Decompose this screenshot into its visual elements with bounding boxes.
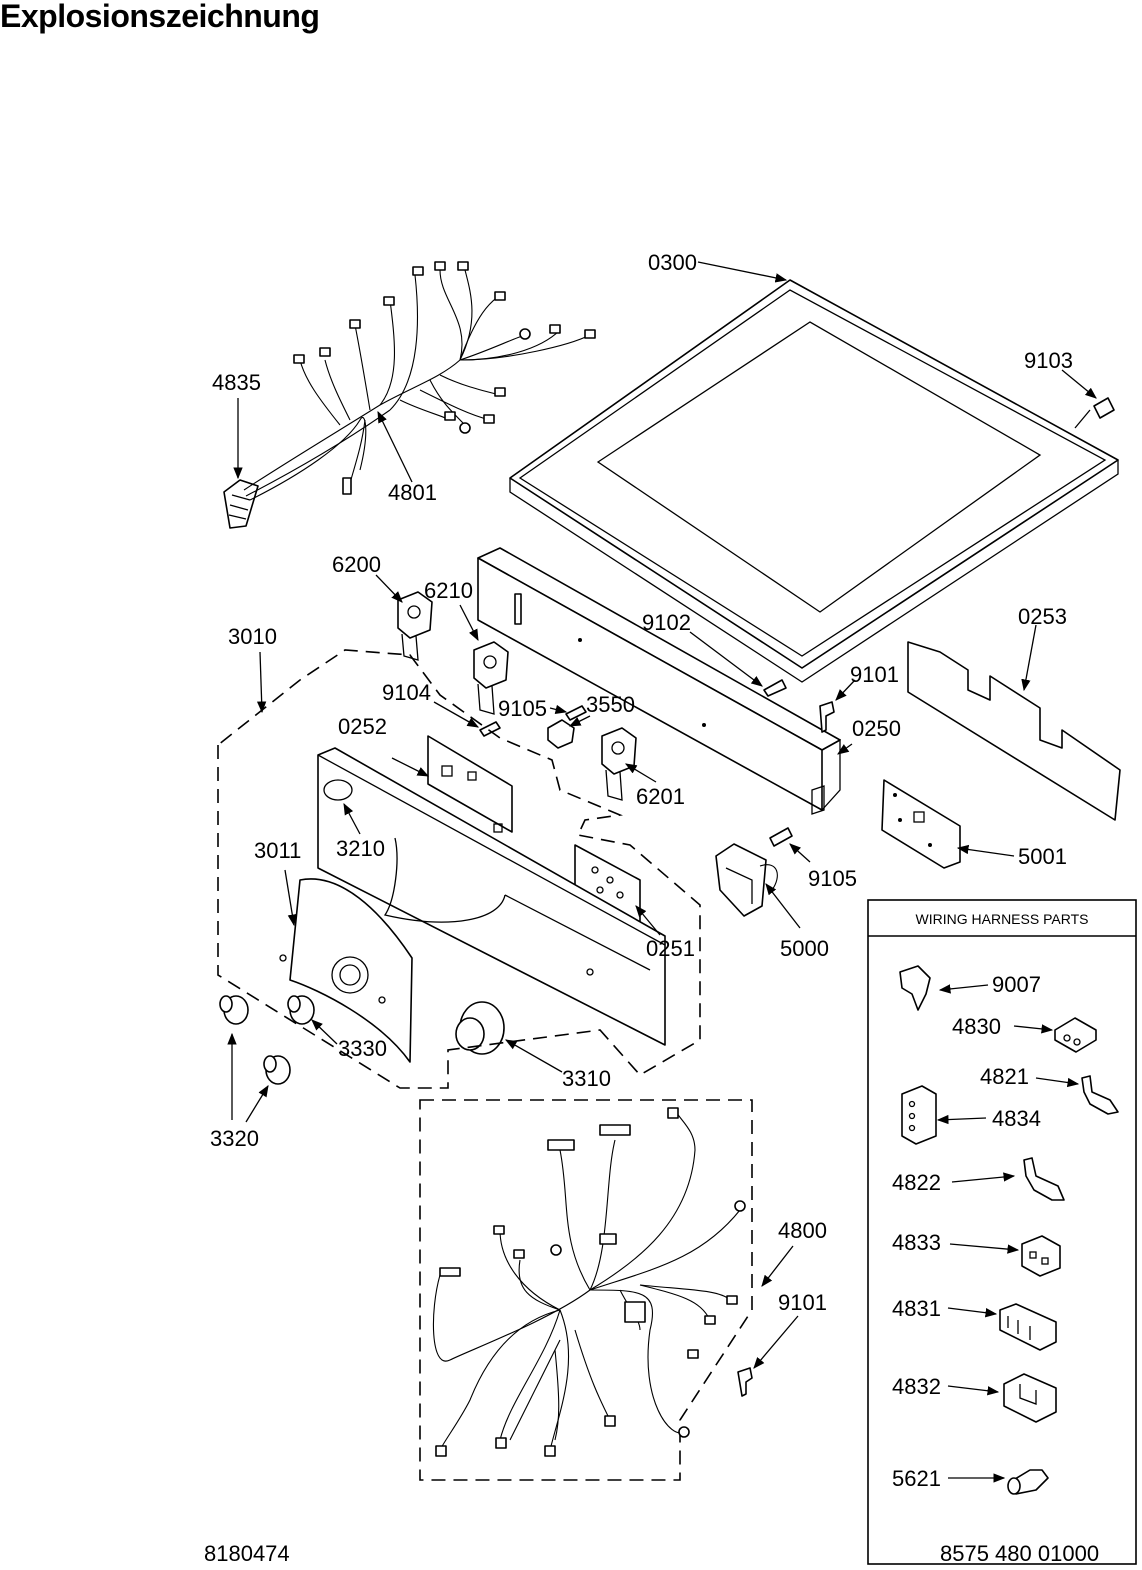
callout-3210: 3210 xyxy=(336,836,385,861)
part-icon-5621 xyxy=(1007,1469,1049,1495)
console-back-panel-0250 xyxy=(477,547,841,815)
footer-left-code: 8180474 xyxy=(204,1541,290,1566)
callout-5001: 5001 xyxy=(1018,844,1067,869)
callout-4822: 4822 xyxy=(892,1170,941,1195)
wiring-harness-4835 xyxy=(223,261,596,529)
part-icon-9007 xyxy=(899,965,931,1011)
callout-6200: 6200 xyxy=(332,552,381,577)
screw-9104 xyxy=(479,721,501,737)
callout-9007: 9007 xyxy=(992,972,1041,997)
part-icon-4831 xyxy=(999,1303,1057,1351)
callout-9105-a: 9105 xyxy=(498,696,547,721)
screw-9101-b xyxy=(737,1367,753,1397)
switch-6200 xyxy=(397,591,433,661)
control-board-5001 xyxy=(881,779,961,869)
panel-3011 xyxy=(279,878,413,1063)
callout-0250: 0250 xyxy=(852,716,901,741)
callout-labels: 0300 9103 4835 4801 6200 6210 3010 9102 … xyxy=(210,250,1073,1491)
switch-6210 xyxy=(473,641,509,715)
leader-lines xyxy=(227,261,1097,1483)
callout-4834: 4834 xyxy=(992,1106,1041,1131)
wiring-harness-parts-legend: WIRING HARNESS PARTS xyxy=(867,899,1137,1565)
screw-9103 xyxy=(1093,397,1115,419)
callout-3010: 3010 xyxy=(228,624,277,649)
footer-right-code: 8575 480 01000 xyxy=(940,1541,1100,1566)
callout-4800: 4800 xyxy=(778,1218,827,1243)
callout-4833: 4833 xyxy=(892,1230,941,1255)
page-title: Explosionszeichnung xyxy=(0,0,320,34)
callout-5000: 5000 xyxy=(780,936,829,961)
part-icon-4822 xyxy=(1023,1157,1065,1201)
legend-title: WIRING HARNESS PARTS xyxy=(916,911,1089,927)
callout-9104: 9104 xyxy=(382,680,431,705)
screw-9101-a xyxy=(819,701,835,733)
callout-6210: 6210 xyxy=(424,578,473,603)
callout-5621: 5621 xyxy=(892,1466,941,1491)
callout-4835: 4835 xyxy=(212,370,261,395)
callout-4821: 4821 xyxy=(980,1064,1029,1089)
callout-0251: 0251 xyxy=(646,936,695,961)
knob-3320-b xyxy=(263,1055,291,1085)
callout-9101-b: 9101 xyxy=(778,1290,827,1315)
switch-6201 xyxy=(601,727,637,801)
callout-0253: 0253 xyxy=(1018,604,1067,629)
callout-9105-b: 9105 xyxy=(808,866,857,891)
callout-3320: 3320 xyxy=(210,1126,259,1151)
screw-9105-a xyxy=(565,705,587,721)
callout-3330: 3330 xyxy=(338,1036,387,1061)
callout-4831: 4831 xyxy=(892,1296,941,1321)
callout-3011: 3011 xyxy=(254,838,301,863)
callout-3550: 3550 xyxy=(586,692,635,717)
knob-3330 xyxy=(287,995,315,1025)
callout-9101-a: 9101 xyxy=(850,662,899,687)
callout-0252: 0252 xyxy=(338,714,387,739)
callout-6201: 6201 xyxy=(636,784,685,809)
callout-4801: 4801 xyxy=(388,480,437,505)
callout-9102: 9102 xyxy=(642,610,691,635)
switch-5000 xyxy=(715,843,778,917)
callout-4832: 4832 xyxy=(892,1374,941,1399)
knob-3320-a xyxy=(219,995,249,1025)
callout-3310: 3310 xyxy=(562,1066,611,1091)
part-icon-4832 xyxy=(1003,1373,1057,1423)
callout-9103: 9103 xyxy=(1024,348,1073,373)
top-lid-part-0300 xyxy=(509,279,1119,683)
callout-0300: 0300 xyxy=(648,250,697,275)
part-icon-4834 xyxy=(901,1085,937,1145)
control-console-3010 xyxy=(317,747,666,1046)
callout-4830: 4830 xyxy=(952,1014,1001,1039)
part-3550 xyxy=(547,719,575,749)
part-icon-4821 xyxy=(1081,1075,1119,1115)
screw-9102 xyxy=(763,679,787,697)
part-icon-4833 xyxy=(1021,1235,1061,1277)
panel-0253 xyxy=(907,641,1121,821)
wiring-harness-4800 xyxy=(419,1099,753,1481)
part-icon-4830 xyxy=(1054,1017,1097,1053)
screw-9105-b xyxy=(769,827,793,847)
knob-3310 xyxy=(455,1001,505,1055)
